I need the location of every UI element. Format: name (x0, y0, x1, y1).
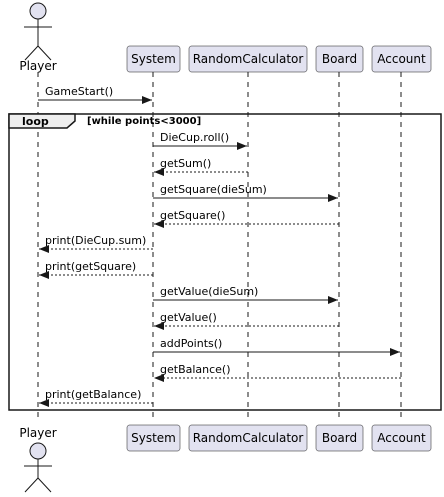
actor-label-bottom: Player (19, 426, 56, 440)
participant-label: Account (377, 431, 426, 445)
actor-player-bottom: Player (19, 426, 57, 493)
messages: GameStart() DieCup.roll() getSum() getSquar… (38, 85, 401, 407)
message-getsquare-diesum: getSquare(dieSum) (153, 183, 338, 202)
actor-figure-icon (24, 2, 52, 61)
message-gamestart: GameStart() (38, 85, 152, 104)
message-label: print(getBalance) (45, 388, 141, 401)
loop-condition: [while points<3000] (87, 116, 201, 127)
participant-randomcalculator-top: RandomCalculator (188, 45, 308, 73)
participant-board-top: Board (315, 45, 364, 73)
participant-randomcalculator-bottom: RandomCalculator (188, 424, 308, 452)
message-label: getValue() (160, 311, 217, 324)
message-label: addPoints() (160, 337, 222, 350)
message-label: print(getSquare) (45, 260, 136, 273)
message-addpoints: addPoints() (153, 337, 400, 356)
message-getvalue: getValue() (154, 311, 339, 330)
participant-label: System (131, 431, 176, 445)
participant-label: Account (377, 52, 426, 66)
participant-account-top: Account (371, 45, 432, 73)
participant-label: RandomCalculator (193, 431, 304, 445)
message-getbalance: getBalance() (154, 363, 401, 382)
participant-label: Board (322, 52, 357, 66)
message-label: GameStart() (45, 85, 113, 98)
lifelines (37, 72, 402, 422)
participant-label: Board (322, 431, 357, 445)
message-getsquare: getSquare() (154, 209, 339, 228)
participant-system-top: System (126, 45, 181, 73)
actor-label-top: Player (19, 59, 56, 73)
message-print-diecup-sum: print(DieCup.sum) (39, 234, 153, 253)
message-diecup-roll: DieCup.roll() (153, 131, 247, 150)
participant-label: RandomCalculator (193, 52, 304, 66)
message-label: DieCup.roll() (160, 131, 229, 144)
message-label: getValue(dieSum) (160, 285, 258, 298)
message-label: getSquare(dieSum) (160, 183, 267, 196)
loop-frame (8, 113, 442, 411)
message-print-getsquare: print(getSquare) (39, 260, 153, 279)
message-label: getSum() (160, 157, 211, 170)
message-getvalue-diesum: getValue(dieSum) (153, 285, 338, 304)
actor-player-top: Player (19, 2, 57, 73)
participant-board-bottom: Board (315, 424, 364, 452)
loop-header-tab (8, 113, 76, 129)
message-print-getbalance: print(getBalance) (39, 388, 153, 407)
message-label: getBalance() (160, 363, 231, 376)
participant-account-bottom: Account (371, 424, 432, 452)
message-label: getSquare() (160, 209, 225, 222)
actor-figure-icon (24, 442, 52, 493)
participant-system-bottom: System (126, 424, 181, 452)
participant-label: System (131, 52, 176, 66)
loop-fragment: loop [while points<3000] (8, 113, 442, 411)
message-label: print(DieCup.sum) (45, 234, 146, 247)
loop-keyword: loop (22, 115, 49, 128)
message-getsum: getSum() (154, 157, 248, 176)
